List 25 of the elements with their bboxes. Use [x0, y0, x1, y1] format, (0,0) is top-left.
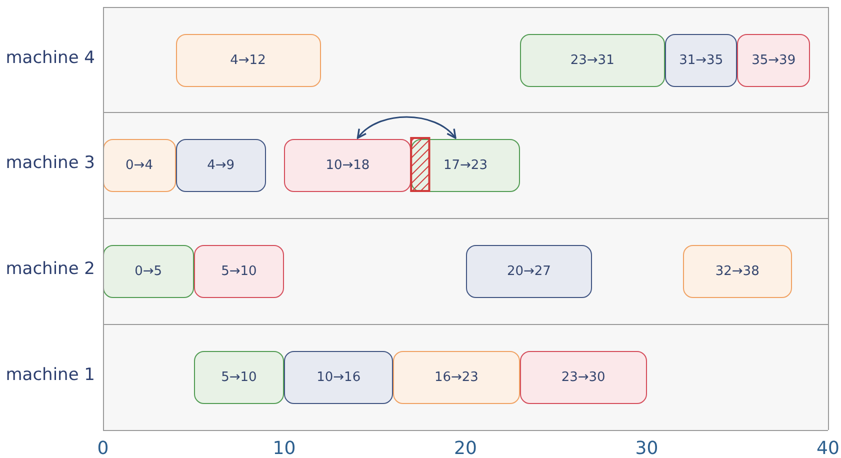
task-bar: 5→10	[194, 351, 284, 404]
task-bar: 35→39	[737, 34, 810, 87]
task-bar: 20→27	[466, 245, 592, 298]
task-bar: 5→10	[194, 245, 284, 298]
axis-tick-label: 10	[272, 438, 296, 458]
machine-label: machine 2	[6, 259, 95, 279]
machine-label: machine 4	[6, 48, 95, 68]
task-bar: 23→31	[520, 34, 665, 87]
axis-tick-label: 0	[97, 438, 109, 458]
task-bar: 4→9	[176, 139, 266, 192]
machine-label: machine 1	[6, 365, 95, 385]
task-bar: 10→18	[284, 139, 412, 192]
swap-arrow	[356, 116, 456, 139]
task-bar: 16→23	[393, 351, 520, 404]
task-bar: 31→35	[664, 34, 738, 87]
axis-tick-label: 20	[454, 438, 477, 458]
task-bar: 32→38	[683, 245, 792, 298]
axis-tick-label: 40	[816, 438, 840, 458]
machine-label: machine 3	[6, 153, 95, 173]
task-bar: 0→4	[103, 139, 176, 192]
task-bar: 23→30	[520, 351, 647, 404]
task-bar: 4→12	[176, 34, 320, 87]
task-bar: 0→5	[103, 245, 194, 298]
axis-tick-label: 30	[635, 438, 658, 458]
task-bar: 10→16	[284, 351, 393, 404]
